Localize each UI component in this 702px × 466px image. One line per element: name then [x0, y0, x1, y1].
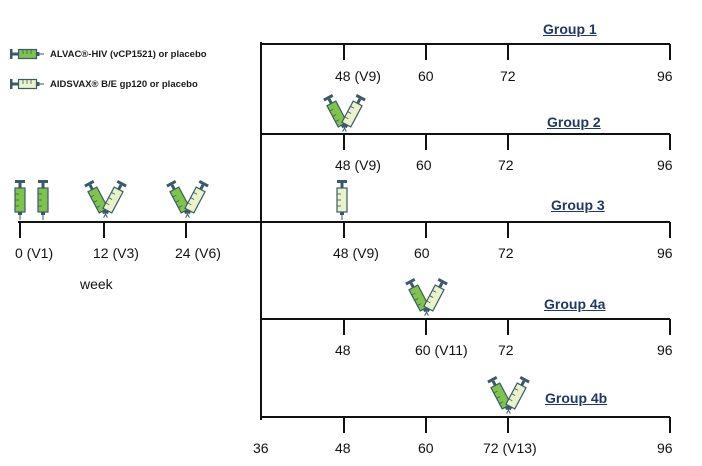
- legend-label-aidsvax: AIDSVAX® B/E gp120 or placebo: [50, 78, 198, 90]
- group-2-tick-label-96: 96: [657, 157, 673, 173]
- group-4b-tick-label-72: 72 (V13): [483, 440, 537, 456]
- group-4a-tick-label-72: 72: [498, 342, 514, 358]
- group-3-title: Group 3: [551, 197, 605, 213]
- group-4a-tick-label-60: 60 (V11): [415, 342, 468, 358]
- group-1-tick-label-48: 48 (V9): [335, 68, 381, 84]
- group-2-tick-label-60: 60: [416, 157, 432, 173]
- group-2-tick-label-72: 72: [498, 157, 514, 173]
- group-2-tick-label-48: 48 (V9): [335, 157, 381, 173]
- priming-tick-label-12: 12 (V3): [93, 245, 139, 261]
- group-1-tick-label-60: 60: [418, 68, 434, 84]
- group-4b-tick-label-96: 96: [657, 440, 673, 456]
- group-4b-tick-label-60: 60: [418, 440, 434, 456]
- group-4a-tick-label-48: 48: [335, 342, 351, 358]
- group-4b-title: Group 4b: [545, 390, 608, 406]
- legend-label-alvac: ALVAC®-HIV (vCP1521) or placebo: [50, 48, 207, 60]
- priming-tick-label-0: 0 (V1): [15, 245, 54, 261]
- group-3-tick-label-96: 96: [657, 245, 673, 261]
- group-4a-title: Group 4a: [544, 296, 606, 312]
- group-1-tick-label-96: 96: [657, 68, 673, 84]
- legend-item-aidsvax: AIDSVAX® B/E gp120 or placebo: [10, 76, 198, 92]
- group-3-tick-label-60: 60: [414, 245, 430, 261]
- group-4a-tick-label-96: 96: [657, 342, 673, 358]
- syringe-alvac-week-0: [14, 179, 26, 221]
- group-3-syringe-aidsvax: [336, 179, 348, 221]
- week-axis-label: week: [80, 276, 113, 292]
- group-3-tick-label-72: 72: [498, 245, 514, 261]
- group-1-title: Group 1: [543, 21, 597, 37]
- priming-tick-label-24: 24 (V6): [175, 245, 221, 261]
- group-4b-tick-label-48: 48: [335, 440, 351, 456]
- group-2-title: Group 2: [547, 114, 601, 130]
- white-syringe-icon: [10, 78, 44, 90]
- green-syringe-icon: [10, 48, 44, 60]
- syringe-alvac-week-2: [37, 179, 49, 221]
- group-1-tick-label-72: 72: [500, 68, 516, 84]
- group-4b-tick-label-36: 36: [253, 440, 269, 456]
- legend-item-alvac: ALVAC®-HIV (vCP1521) or placebo: [10, 46, 207, 62]
- group-3-tick-label-48: 48 (V9): [333, 245, 379, 261]
